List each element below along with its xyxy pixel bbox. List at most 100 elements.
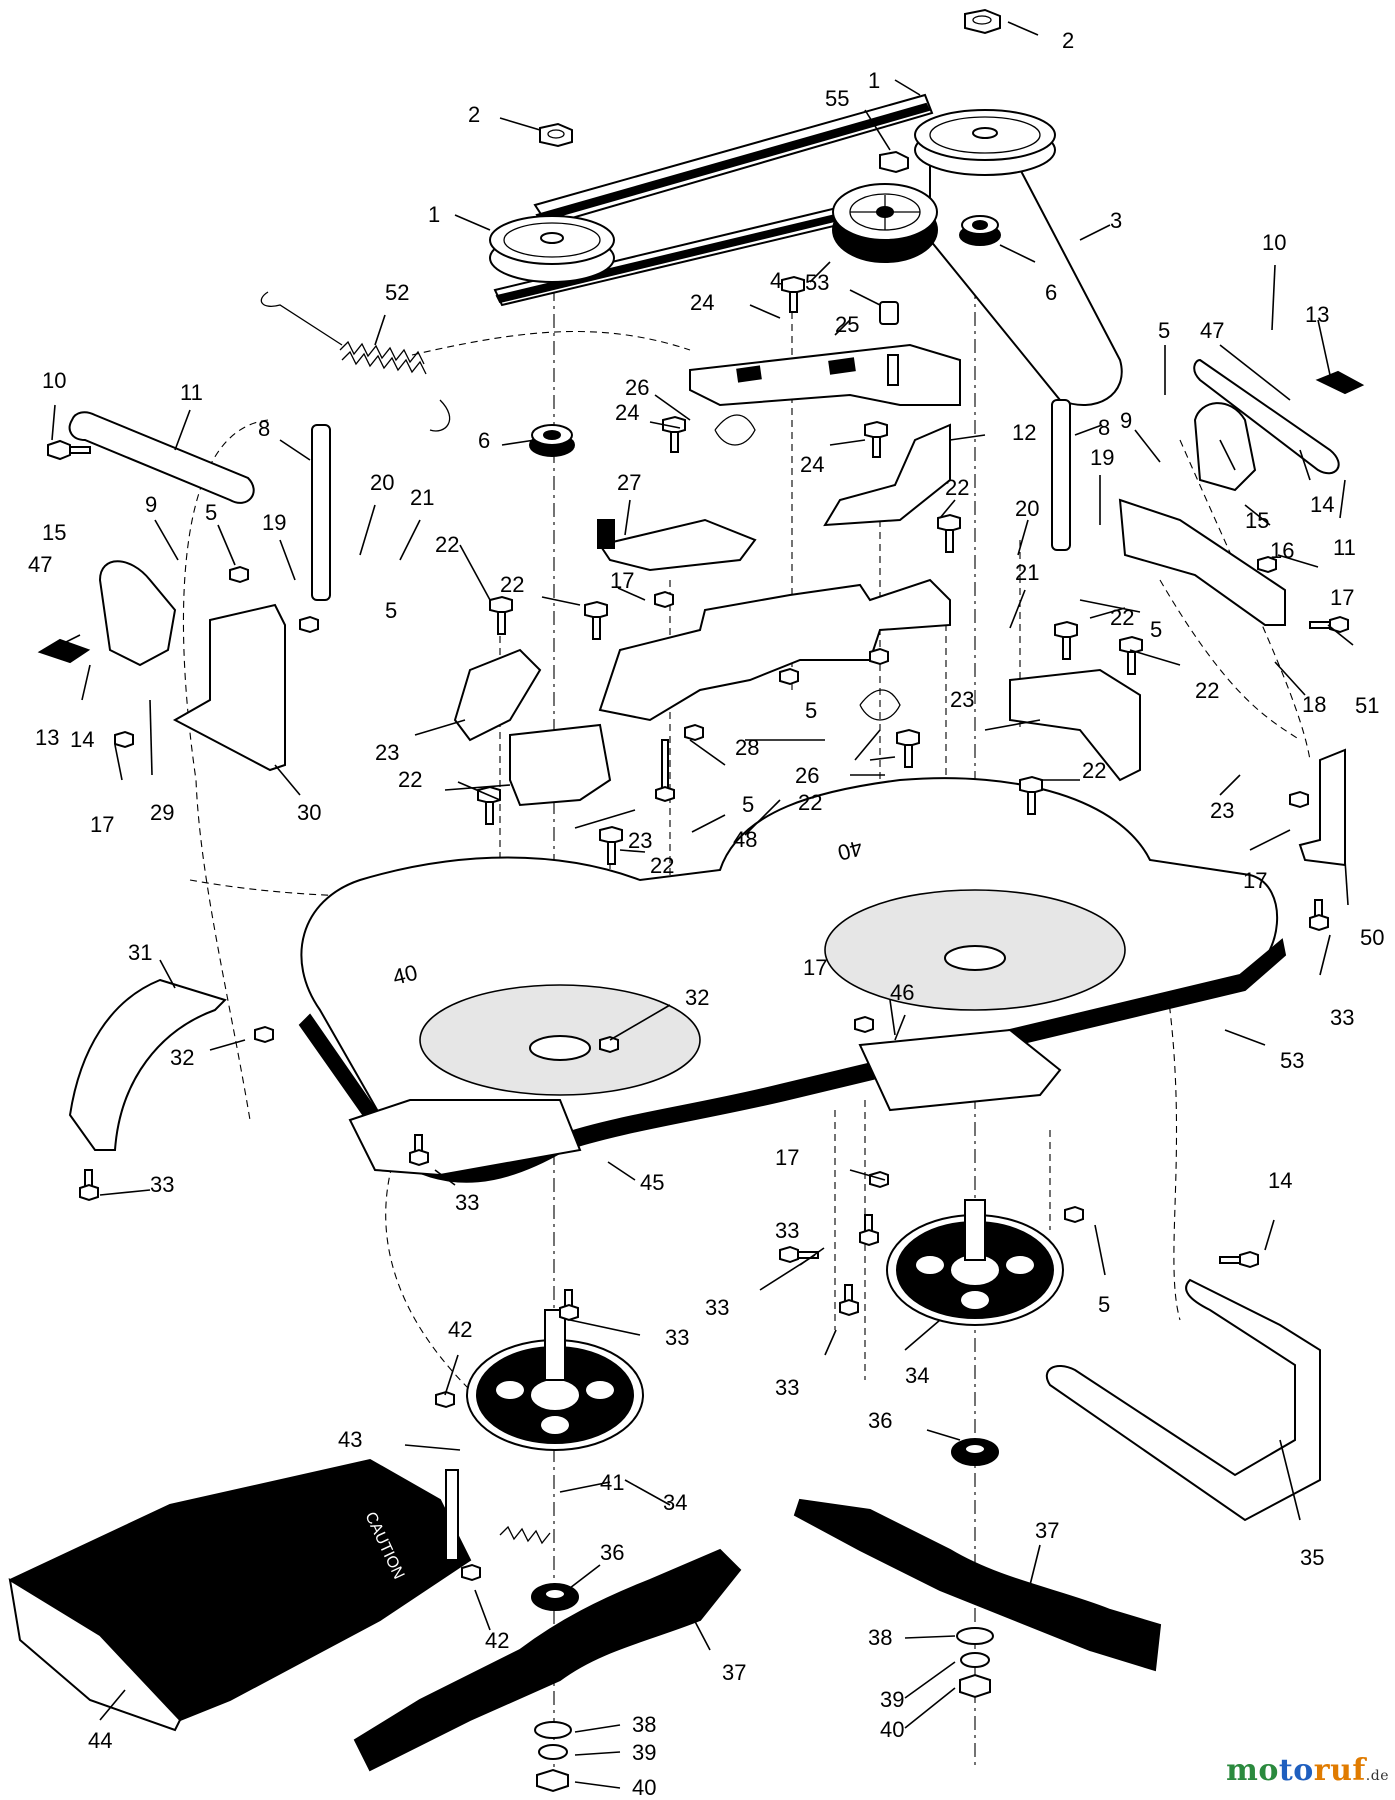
bracket-right xyxy=(1193,402,1257,492)
chute-mount xyxy=(348,1099,582,1177)
callout-15: 15 xyxy=(1245,508,1269,533)
callout-5: 5 xyxy=(1098,1292,1110,1317)
callout-20: 20 xyxy=(1015,496,1039,521)
callout-5: 5 xyxy=(205,500,217,525)
callout-11: 11 xyxy=(180,380,203,405)
watermark-part-1: mo xyxy=(1226,1753,1279,1788)
callout-15: 15 xyxy=(42,520,66,545)
callout-33: 33 xyxy=(775,1218,799,1243)
callout-40: 40 xyxy=(880,1717,904,1742)
callout-43: 43 xyxy=(338,1427,362,1452)
callout-37: 37 xyxy=(1035,1518,1059,1543)
callout-23: 23 xyxy=(950,687,974,712)
callout-39: 39 xyxy=(632,1740,656,1765)
callout-48: 48 xyxy=(733,827,757,852)
spindle-housing-right xyxy=(886,1199,1064,1326)
blade-washers-right xyxy=(956,1627,994,1699)
callout-14: 14 xyxy=(1310,492,1334,517)
baffle-center xyxy=(509,723,612,807)
bracket-left xyxy=(98,560,177,667)
callout-numbers: 2 1 55 2 1 3 6 4 53 52 24 25 10 13 47 5 … xyxy=(28,28,1384,1800)
callout-14: 14 xyxy=(1268,1168,1292,1193)
callout-36: 36 xyxy=(600,1540,624,1565)
torsion-spring-lower xyxy=(859,689,901,721)
callout-53: 53 xyxy=(1280,1048,1304,1073)
callout-51: 51 xyxy=(1355,693,1379,718)
callout-33: 33 xyxy=(665,1325,689,1350)
callout-23: 23 xyxy=(628,828,652,853)
callout-28: 28 xyxy=(735,735,759,760)
callout-14: 14 xyxy=(70,727,94,752)
watermark-part-4: .de xyxy=(1365,1768,1389,1784)
bracket-50 xyxy=(1298,748,1346,867)
callout-32: 32 xyxy=(170,1045,194,1070)
callout-1: 1 xyxy=(428,202,440,227)
idler-nut xyxy=(879,150,909,174)
callout-17: 17 xyxy=(775,1145,799,1170)
callout-47: 47 xyxy=(1200,318,1224,343)
callout-45: 45 xyxy=(640,1170,664,1195)
callout-17: 17 xyxy=(610,568,634,593)
hardware xyxy=(47,275,1349,1582)
callout-2: 2 xyxy=(468,102,480,127)
callout-13: 13 xyxy=(1305,302,1329,327)
callout-26: 26 xyxy=(795,763,819,788)
callout-33: 33 xyxy=(705,1295,729,1320)
blade-washers-left xyxy=(534,1721,572,1793)
callout-22: 22 xyxy=(1082,758,1106,783)
bracket-46 xyxy=(858,1028,1062,1112)
callout-22: 22 xyxy=(500,572,524,597)
blade-left xyxy=(353,1548,742,1772)
callout-5: 5 xyxy=(1150,617,1162,642)
callout-10: 10 xyxy=(42,368,66,393)
callout-29: 29 xyxy=(150,800,174,825)
idler-bracket xyxy=(689,343,961,407)
callout-25: 25 xyxy=(835,312,859,337)
callout-44: 44 xyxy=(88,1728,112,1753)
callout-20: 20 xyxy=(370,470,394,495)
callout-8: 8 xyxy=(1098,415,1110,440)
callout-26: 26 xyxy=(625,375,649,400)
callout-55: 55 xyxy=(825,86,849,111)
callout-9: 9 xyxy=(1120,408,1132,433)
callout-50: 50 xyxy=(1360,925,1384,950)
bracket-27 xyxy=(598,518,757,572)
callout-34: 34 xyxy=(663,1490,687,1515)
callout-53: 53 xyxy=(805,270,829,295)
watermark-part-3: ruf xyxy=(1313,1753,1366,1788)
hanger-bracket-right xyxy=(1118,498,1286,626)
idler-pulley xyxy=(832,183,938,263)
callout-24: 24 xyxy=(615,400,639,425)
callout-42: 42 xyxy=(448,1317,472,1342)
callout-38: 38 xyxy=(868,1625,892,1650)
callout-22: 22 xyxy=(650,853,674,878)
baffle-right xyxy=(1009,668,1141,782)
lift-arm-left xyxy=(68,411,255,504)
callout-33: 33 xyxy=(1330,1005,1354,1030)
callout-13: 13 xyxy=(35,725,59,750)
callout-40: 40 xyxy=(632,1775,656,1800)
seal-left xyxy=(531,1583,579,1611)
callout-23: 23 xyxy=(375,740,399,765)
callout-5: 5 xyxy=(385,598,397,623)
wing-knob-right xyxy=(1315,370,1365,395)
callout-32: 32 xyxy=(685,985,709,1010)
callout-5: 5 xyxy=(805,698,817,723)
callout-33: 33 xyxy=(455,1190,479,1215)
callout-22: 22 xyxy=(435,532,459,557)
callout-31: 31 xyxy=(128,940,152,965)
callout-23: 23 xyxy=(1210,798,1234,823)
callout-21: 21 xyxy=(1015,560,1039,585)
callout-5: 5 xyxy=(742,792,754,817)
discharge-chute: CAUTION xyxy=(8,1458,472,1732)
lift-arm-right xyxy=(1193,358,1340,475)
seal-right xyxy=(951,1438,999,1466)
callout-17: 17 xyxy=(90,812,114,837)
spacer xyxy=(879,301,899,325)
callout-52: 52 xyxy=(385,280,409,305)
callout-38: 38 xyxy=(632,1712,656,1737)
callout-33: 33 xyxy=(150,1172,174,1197)
callout-27: 27 xyxy=(617,470,641,495)
hinge-rod xyxy=(445,1469,459,1561)
